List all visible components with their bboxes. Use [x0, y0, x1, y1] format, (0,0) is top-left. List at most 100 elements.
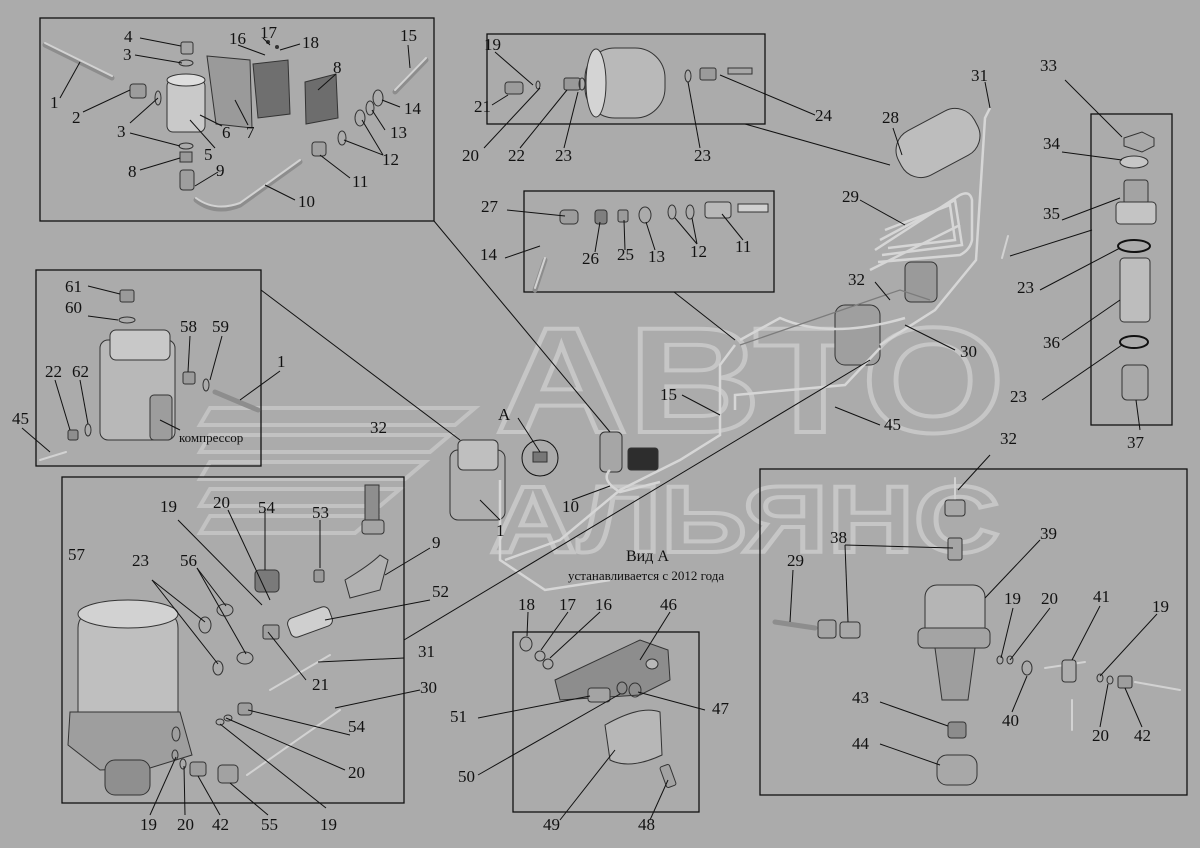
- callout-60: 60: [65, 298, 82, 317]
- callout-18: 18: [302, 33, 319, 52]
- callout-20: 20: [213, 493, 230, 512]
- callout-28: 28: [882, 108, 899, 127]
- hose-part-15: [392, 57, 429, 95]
- callout-11: 11: [352, 172, 368, 191]
- callout-29: 29: [787, 551, 804, 570]
- callout-17: 17: [559, 595, 577, 614]
- callout-32: 32: [848, 270, 865, 289]
- callout-2: 2: [72, 108, 81, 127]
- callout-1: 1: [277, 352, 286, 371]
- fittings-parts: [532, 201, 769, 293]
- regulator-detail-parts: [772, 477, 1181, 786]
- callout-4: 4: [124, 27, 133, 46]
- callout-15: 15: [660, 385, 677, 404]
- bracket-detail-parts: [519, 636, 677, 788]
- dryer-detail-parts: [67, 484, 389, 796]
- callout-13: 13: [648, 247, 665, 266]
- callout-20: 20: [177, 815, 194, 834]
- fitting-part-11: [311, 141, 327, 157]
- drain-valve-parts: [1001, 131, 1157, 401]
- callout-40: 40: [1002, 711, 1019, 730]
- callout-13: 13: [390, 123, 407, 142]
- view-title: Вид А: [626, 548, 669, 565]
- compressor-parts: [39, 289, 261, 461]
- callout-26: 26: [582, 249, 599, 268]
- coil-pipe-29: [874, 192, 974, 264]
- fitting-part-8b: [179, 151, 193, 163]
- callout-32: 32: [1000, 429, 1017, 448]
- nut-part-2: [129, 83, 147, 99]
- callout-43: 43: [852, 688, 869, 707]
- callout-49: 49: [543, 815, 560, 834]
- box-air-dryer-assembly: [39, 17, 435, 222]
- callout-19: 19: [1152, 597, 1169, 616]
- callout-56: 56: [180, 551, 197, 570]
- callout-15: 15: [400, 26, 417, 45]
- callout-19: 19: [320, 815, 337, 834]
- callout-48: 48: [638, 815, 655, 834]
- callout-12: 12: [382, 150, 399, 169]
- view-note: устанавливается с 2012 года: [568, 568, 724, 583]
- callout-1: 1: [496, 521, 505, 540]
- callout-1: 1: [50, 93, 59, 112]
- air-dryer-parts: [42, 40, 429, 212]
- cap-part-4: [180, 41, 194, 55]
- ring-part-3b: [154, 90, 162, 106]
- watermark-text-bottom: АЛЬЯНС: [490, 467, 1000, 573]
- callout-34: 34: [1043, 134, 1061, 153]
- watermark-text-top: АВТО: [495, 296, 1005, 464]
- callout-23: 23: [694, 146, 711, 165]
- line-15: [504, 344, 736, 562]
- watermark-logo: [196, 406, 481, 535]
- callout-42: 42: [1134, 726, 1151, 745]
- main-receiver-28: [895, 107, 981, 179]
- callout-20: 20: [1092, 726, 1109, 745]
- callout-29: 29: [842, 187, 859, 206]
- callout-16: 16: [595, 595, 612, 614]
- callout-25: 25: [617, 245, 634, 264]
- callout-19: 19: [140, 815, 157, 834]
- callout-57: 57: [68, 545, 86, 564]
- callout-31: 31: [971, 66, 988, 85]
- elbow-part-9: [179, 169, 195, 191]
- main-assembly: [449, 107, 992, 592]
- callout-46: 46: [660, 595, 677, 614]
- callout-59: 59: [212, 317, 229, 336]
- line-30b: [739, 316, 906, 342]
- watermark: АВТО АЛЬЯНС: [196, 294, 1007, 575]
- callout-9: 9: [216, 161, 225, 180]
- callout-8: 8: [128, 162, 137, 181]
- callout-10: 10: [562, 497, 579, 516]
- leader-lines: [21, 37, 1158, 821]
- callout-45: 45: [884, 415, 901, 434]
- callout-30: 30: [420, 678, 437, 697]
- callout-31: 31: [418, 642, 435, 661]
- callout-19: 19: [160, 497, 177, 516]
- callout-20: 20: [1041, 589, 1058, 608]
- callout-3: 3: [117, 122, 126, 141]
- callout-55: 55: [261, 815, 278, 834]
- callout-23: 23: [555, 146, 572, 165]
- callout-35: 35: [1043, 204, 1060, 223]
- bracket-part-7: [206, 55, 253, 129]
- box-bracket-detail: [512, 631, 700, 813]
- callout-53: 53: [312, 503, 329, 522]
- receiver-parts: [504, 47, 753, 119]
- callout-23: 23: [1017, 278, 1034, 297]
- callout-37: 37: [1127, 433, 1145, 452]
- box-drain-valve-assembly: [1090, 113, 1173, 426]
- callout-44: 44: [852, 734, 870, 753]
- callout-54: 54: [258, 498, 276, 517]
- callout-41: 41: [1093, 587, 1110, 606]
- callout-24: 24: [815, 106, 833, 125]
- callout-6: 6: [222, 123, 231, 142]
- filter-part-5: [166, 79, 206, 133]
- callout-21: 21: [474, 97, 491, 116]
- callout-11: 11: [735, 237, 751, 256]
- box-receiver-assembly: [486, 33, 766, 125]
- box-fittings-assembly: [523, 190, 775, 293]
- callout-10: 10: [298, 192, 315, 211]
- box-compressor-assembly: [35, 269, 262, 467]
- callout-21: 21: [312, 675, 329, 694]
